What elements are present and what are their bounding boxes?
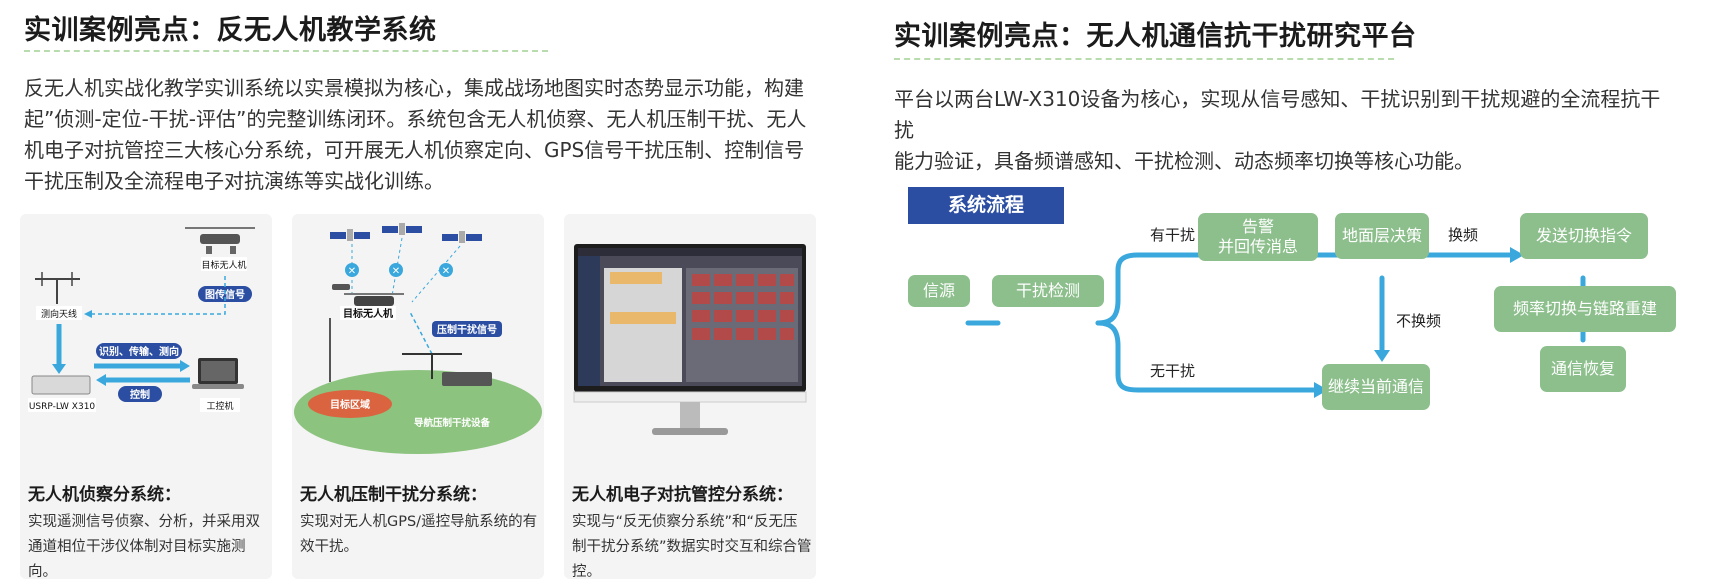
left-intro-paragraph: 反无人机实战化教学实训系统以实景模拟为核心，集成战场地图实时态势显示功能，构建 …: [24, 73, 824, 197]
flow-node-freq-switch: 频率切换与链路重建: [1494, 286, 1676, 332]
card-description: 实现遥测信号侦察、分析，并采用双通道相位干涉仪体制对目标实施测向。: [28, 514, 260, 579]
left-intro-line: 机电子对抗管控三大核心分系统，可开展无人机侦察定向、GPS信号干扰压制、控制信号: [24, 138, 805, 162]
right-title-underline: [894, 58, 1394, 60]
target-drone-label: 目标无人机: [201, 259, 246, 271]
edge-label-no-switch: 不换频: [1396, 312, 1442, 330]
left-intro-line: 起”侦测-定位-干扰-评估”的完整训练闭环。系统包含无人机侦察、无人机压制干扰、…: [24, 107, 807, 131]
blocked-x-icon: [345, 263, 359, 277]
satellite-icon: [442, 231, 482, 243]
card-title: 无人机侦察分系统：: [28, 485, 181, 505]
edge-label-no-jam: 无干扰: [1150, 362, 1196, 380]
control-label: 控制: [130, 388, 150, 401]
jamming-signal-badge: [432, 321, 502, 337]
arrow-head-icon: [52, 364, 66, 374]
jammer-antenna-icon: [402, 353, 462, 379]
blocked-x-icon: [439, 263, 453, 277]
connector-detect-continue: [1095, 320, 1321, 393]
usrp-device-icon: [31, 375, 91, 395]
target-drone-icon: [332, 284, 404, 306]
flow-connectors: [965, 247, 1586, 398]
right-intro-line: 平台以两台LW-X310设备为核心，实现从信号感知、干扰识别到干扰规避的全流程抗…: [894, 87, 1661, 142]
card-recon-subsystem: 目标无人机 图传信号 测向天线 USRP-LW X310: [20, 214, 272, 579]
target-area-label: 目标区域: [330, 398, 370, 411]
flow-node-alarm: 告警 并回传消息: [1198, 213, 1318, 261]
card-title: 无人机压制干扰分系统：: [300, 485, 487, 505]
arrow-head-icon: [180, 360, 190, 372]
right-section-title: 实训案例亮点：无人机通信抗干扰研究平台: [894, 21, 1417, 52]
left-title-underline: [24, 50, 548, 52]
arrow-head-icon: [1374, 350, 1390, 362]
flow-node-continue: 继续当前通信: [1322, 364, 1430, 410]
left-intro-line: 干扰压制及全流程电子对抗演练等实战化训练。: [24, 169, 444, 193]
card-control-subsystem: 无人机电子对抗管控分系统： 实现与“反无侦察分系统”和“反无压制干扰分系统”数据…: [564, 214, 816, 579]
card-title: 无人机电子对抗管控分系统：: [572, 485, 793, 505]
edge-label-switch: 换频: [1448, 226, 1479, 244]
right-intro-line: 能力验证，具备频谱感知、干扰检测、动态频率切换等核心功能。: [894, 149, 1474, 173]
signal-path: [90, 276, 226, 315]
control-badge: [118, 386, 162, 402]
ipc-label-bg: [200, 398, 240, 412]
id-transfer-df-badge: [96, 343, 182, 359]
alarm-line: 告警: [1241, 217, 1274, 236]
arrow-head-icon: [1510, 247, 1524, 263]
df-antenna-label: 测向天线: [41, 308, 77, 320]
flow-node-source: 信源: [908, 275, 970, 307]
video-signal-label: 图传信号: [205, 288, 245, 301]
left-panel: 实训案例亮点：反无人机教学系统 反无人机实战化教学实训系统以实景模拟为核心，集成…: [0, 0, 830, 579]
usrp-label-bg: [28, 398, 96, 412]
card-description: 实现对无人机GPS/遥控导航系统的有效干扰。: [300, 514, 538, 555]
right-panel: 实训案例亮点：无人机通信抗干扰研究平台 平台以两台LW-X310设备为核心，实现…: [868, 0, 1725, 579]
target-drone-label-bg: [201, 257, 247, 271]
right-intro-paragraph: 平台以两台LW-X310设备为核心，实现从信号感知、干扰识别到干扰规避的全流程抗…: [894, 84, 1674, 177]
flow-node-decision: 地面层决策: [1335, 213, 1429, 259]
laptop-icon: [192, 358, 244, 389]
flow-section-badge: 系统流程: [908, 187, 1064, 224]
monitor-illustration: [573, 244, 807, 435]
satellite-icon: [330, 229, 370, 241]
target-drone-icon: [185, 227, 255, 254]
df-antenna-label-bg: [36, 306, 82, 320]
id-transfer-df-label: 识别、传输、测向: [99, 345, 179, 358]
flow-node-send-command: 发送切换指令: [1520, 213, 1648, 259]
alarm-line: 并回传消息: [1217, 237, 1298, 256]
df-antenna-icon: [35, 272, 80, 304]
jamming-diagram: ✕ ✕ ✕ 目标无人机 压制干扰信号 目标区域: [294, 223, 542, 454]
connector-detect-alarm: [1095, 252, 1229, 326]
usrp-label: USRP-LW X310: [29, 402, 96, 412]
arrow-head-icon: [96, 374, 106, 386]
jamming-signal-label: 压制干扰信号: [437, 323, 497, 336]
recon-diagram: 目标无人机 图传信号 测向天线 USRP-LW X310: [28, 227, 255, 412]
edge-label-has-jam: 有干扰: [1150, 226, 1196, 244]
card-jamming-subsystem: ✕ ✕ ✕ 目标无人机 压制干扰信号 目标区域: [292, 214, 544, 579]
svg-text:✕: ✕: [392, 266, 400, 277]
monitor-stand: [680, 402, 700, 430]
card-description: 实现与“反无侦察分系统”和“反无压制干扰分系统”数据实时交互和综合管控。: [572, 514, 812, 579]
ipc-label: 工控机: [206, 400, 233, 412]
target-drone-label-bg: [340, 306, 396, 320]
left-intro-line: 反无人机实战化教学实训系统以实景模拟为核心，集成战场地图实时态势显示功能，构建: [24, 76, 804, 100]
left-section-title: 实训案例亮点：反无人机教学系统: [24, 15, 437, 46]
blocked-x-icon: [389, 263, 403, 277]
flow-node-detect: 干扰检测: [992, 275, 1104, 307]
arrow-head-icon: [84, 310, 92, 318]
nav-jammer-label: 导航压制干扰设备: [414, 417, 491, 429]
arrow-head-icon: [1314, 382, 1328, 398]
jammer-device-icon: [442, 372, 492, 386]
target-drone-label: 目标无人机: [343, 307, 393, 320]
target-area-ellipse: [308, 390, 392, 418]
satellite-icon: [382, 223, 422, 235]
flow-node-recover: 通信恢复: [1540, 346, 1626, 392]
svg-text:✕: ✕: [348, 266, 356, 277]
svg-text:✕: ✕: [442, 266, 450, 277]
